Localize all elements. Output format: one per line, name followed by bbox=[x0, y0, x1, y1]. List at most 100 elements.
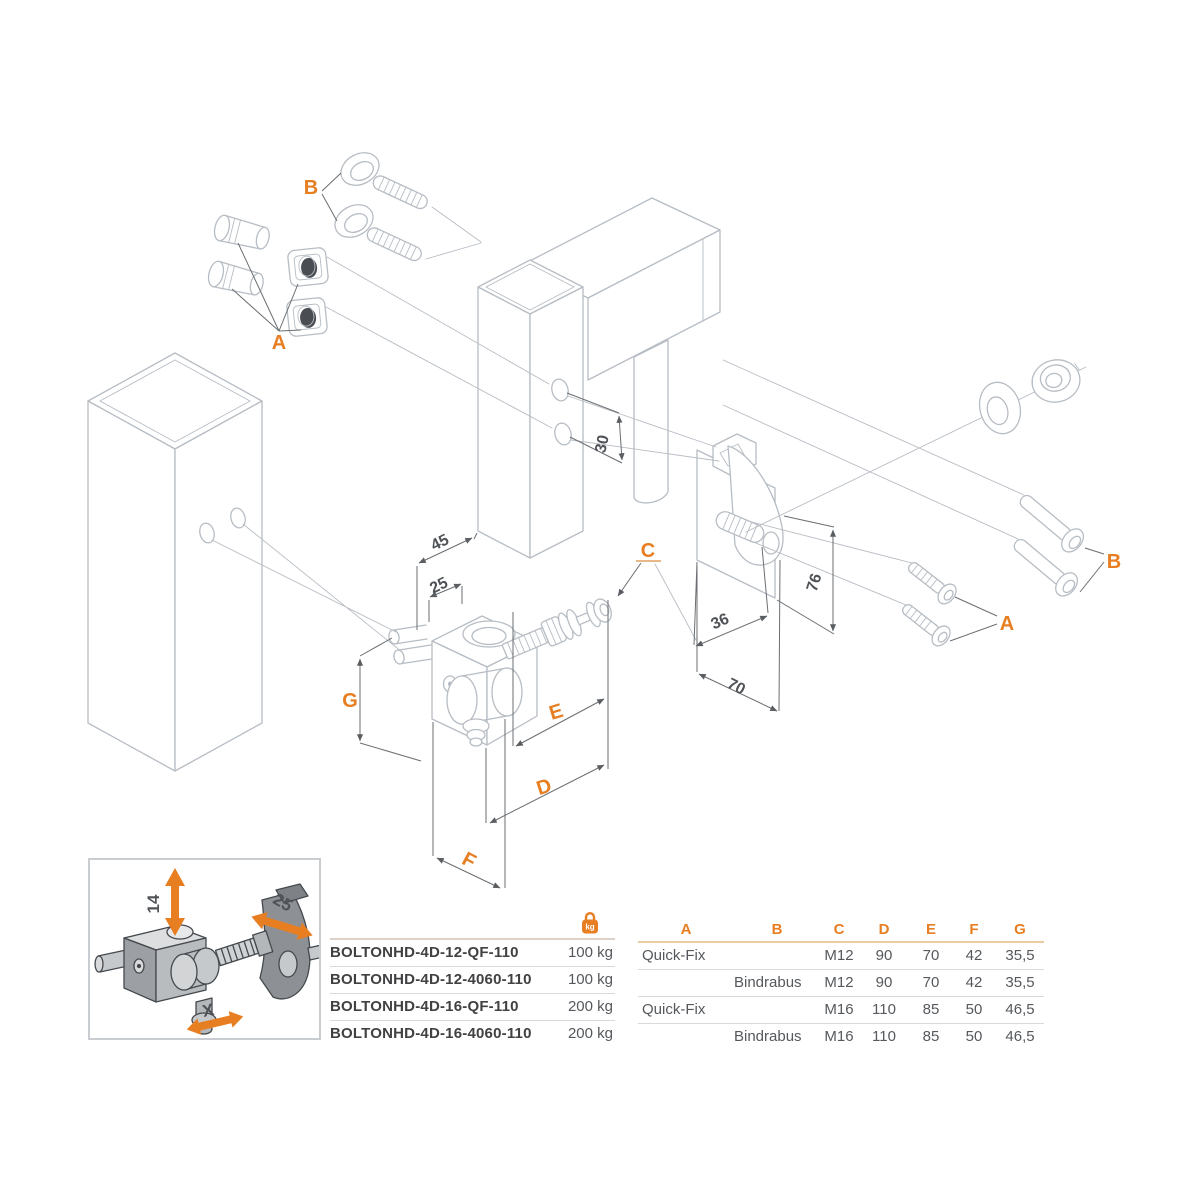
adjustment-bolt bbox=[501, 598, 612, 660]
hinge-assembly bbox=[388, 598, 612, 747]
dim-45: 45 bbox=[428, 531, 452, 554]
inset-hinge-illustration: 14 25 X bbox=[94, 868, 332, 1035]
callout-b-left: B bbox=[304, 177, 318, 199]
cell-e: 70 bbox=[922, 947, 940, 964]
weight-icon: kg bbox=[582, 912, 598, 934]
table-row: Bindrabus M12 90 70 42 35,5 bbox=[638, 970, 1044, 997]
gate-post-right-face bbox=[529, 286, 584, 559]
svg-text:kg: kg bbox=[585, 923, 594, 932]
cell-a: Quick-Fix bbox=[642, 1001, 706, 1018]
table-row: BOLTONHD-4D-16-4060-110 200 kg bbox=[330, 1021, 615, 1047]
cell-e: 85 bbox=[922, 1001, 940, 1018]
projection-lines bbox=[211, 206, 720, 653]
callout-labels: B A C B A bbox=[231, 172, 1121, 642]
cell-c: M16 bbox=[824, 1001, 854, 1018]
col-header-f: F bbox=[969, 921, 979, 938]
max-weight: 200 kg bbox=[567, 1025, 613, 1042]
carriage-bolt bbox=[340, 152, 428, 210]
max-weight: 200 kg bbox=[567, 998, 613, 1015]
dim-30: 30 bbox=[592, 433, 612, 454]
col-header-d: D bbox=[878, 921, 890, 938]
cell-c: M16 bbox=[824, 1028, 854, 1045]
col-header-c: C bbox=[833, 921, 845, 938]
cell-e: 70 bbox=[922, 974, 940, 991]
post-hole bbox=[199, 522, 215, 544]
exploded-view-drawing: 30 45 25 G E D F 76 36 70 B A bbox=[87, 152, 1121, 889]
inset-dim-x: X bbox=[201, 1000, 217, 1021]
dimensions-table: A B C D E F G Quick-Fix M12 90 70 42 35,… bbox=[638, 905, 1044, 1050]
cell-a bbox=[638, 970, 734, 996]
socket-bolt-short bbox=[907, 562, 957, 605]
max-weight: 100 kg bbox=[567, 971, 613, 988]
product-table: kg BOLTONHD-4D-12-QF-110 100 kg BOLTONHD… bbox=[330, 905, 615, 1047]
max-weight: 100 kg bbox=[567, 944, 613, 961]
round-tube bbox=[633, 339, 669, 504]
gate-hole bbox=[551, 378, 569, 402]
cell-d: 90 bbox=[875, 974, 893, 991]
cell-d: 110 bbox=[872, 1001, 896, 1018]
post-hole bbox=[230, 507, 246, 529]
flange-nut bbox=[1031, 359, 1081, 403]
callout-c: C bbox=[641, 540, 655, 562]
cell-d: 110 bbox=[872, 1028, 896, 1045]
insert-sleeve bbox=[213, 214, 270, 250]
cell-b: Bindrabus bbox=[734, 974, 802, 991]
table-row: Bindrabus M16 110 85 50 46,5 bbox=[638, 1024, 1044, 1050]
cell-g: 46,5 bbox=[1005, 1001, 1035, 1018]
hinge-inset: 14 25 X bbox=[88, 858, 332, 1040]
table-row: BOLTONHD-4D-12-4060-110 100 kg bbox=[330, 967, 615, 994]
lateral-adjust-arrow bbox=[186, 1011, 244, 1035]
dim-70: 70 bbox=[724, 675, 748, 698]
callout-e: E bbox=[547, 700, 566, 725]
cage-nut bbox=[287, 247, 329, 287]
model-name: BOLTONHD-4D-12-QF-110 bbox=[330, 944, 519, 961]
cell-b bbox=[734, 943, 820, 969]
col-header-a: A bbox=[680, 921, 692, 938]
callout-d: D bbox=[534, 775, 555, 800]
wall-bracket bbox=[696, 433, 784, 599]
table-row: BOLTONHD-4D-12-QF-110 100 kg bbox=[330, 940, 615, 967]
callout-b-right: B bbox=[1107, 551, 1121, 573]
cell-g: 46,5 bbox=[1005, 1028, 1035, 1045]
product-table-header: kg bbox=[330, 905, 615, 940]
dim-36: 36 bbox=[709, 610, 732, 633]
topleft-fasteners bbox=[207, 152, 428, 337]
cell-g: 35,5 bbox=[1005, 947, 1035, 964]
col-header-e: E bbox=[925, 921, 936, 938]
cell-b: Bindrabus bbox=[734, 1028, 802, 1045]
hinge-pin bbox=[388, 624, 433, 665]
dim-76: 76 bbox=[804, 571, 826, 593]
col-header-g: G bbox=[1014, 921, 1026, 938]
right-fasteners bbox=[722, 359, 1087, 647]
socket-bolt-short bbox=[901, 604, 951, 647]
bracket-slot bbox=[715, 511, 765, 543]
cell-c: M12 bbox=[824, 947, 854, 964]
cell-c: M12 bbox=[824, 974, 854, 991]
carriage-bolt bbox=[334, 204, 422, 262]
bottom-stud-nut bbox=[462, 718, 490, 747]
model-name: BOLTONHD-4D-12-4060-110 bbox=[330, 971, 532, 988]
cell-f: 42 bbox=[965, 974, 983, 991]
cell-e: 85 bbox=[922, 1028, 940, 1045]
pivot-barrel bbox=[446, 667, 523, 725]
gate-post-left-face bbox=[477, 286, 531, 559]
callout-g: G bbox=[342, 690, 358, 712]
cell-f: 50 bbox=[965, 1001, 983, 1018]
gate-hole bbox=[554, 422, 572, 446]
gate-rail-front bbox=[587, 229, 721, 381]
cell-f: 50 bbox=[965, 1028, 983, 1045]
cell-a: Quick-Fix bbox=[642, 947, 706, 964]
table-row: BOLTONHD-4D-16-QF-110 200 kg bbox=[330, 994, 615, 1021]
height-adjust-arrow bbox=[165, 868, 185, 936]
socket-bolt-long bbox=[1013, 538, 1079, 597]
cell-b bbox=[734, 997, 820, 1023]
col-header-b: B bbox=[771, 921, 783, 938]
model-name: BOLTONHD-4D-16-QF-110 bbox=[330, 998, 519, 1015]
callout-a-left: A bbox=[272, 332, 286, 354]
callout-a-right: A bbox=[1000, 613, 1014, 635]
c-bolt-head bbox=[593, 598, 612, 623]
cage-nut bbox=[286, 297, 328, 337]
table-row: Quick-Fix M16 110 85 50 46,5 bbox=[638, 997, 1044, 1024]
cell-f: 42 bbox=[965, 947, 983, 964]
table-row: Quick-Fix M12 90 70 42 35,5 bbox=[638, 943, 1044, 970]
